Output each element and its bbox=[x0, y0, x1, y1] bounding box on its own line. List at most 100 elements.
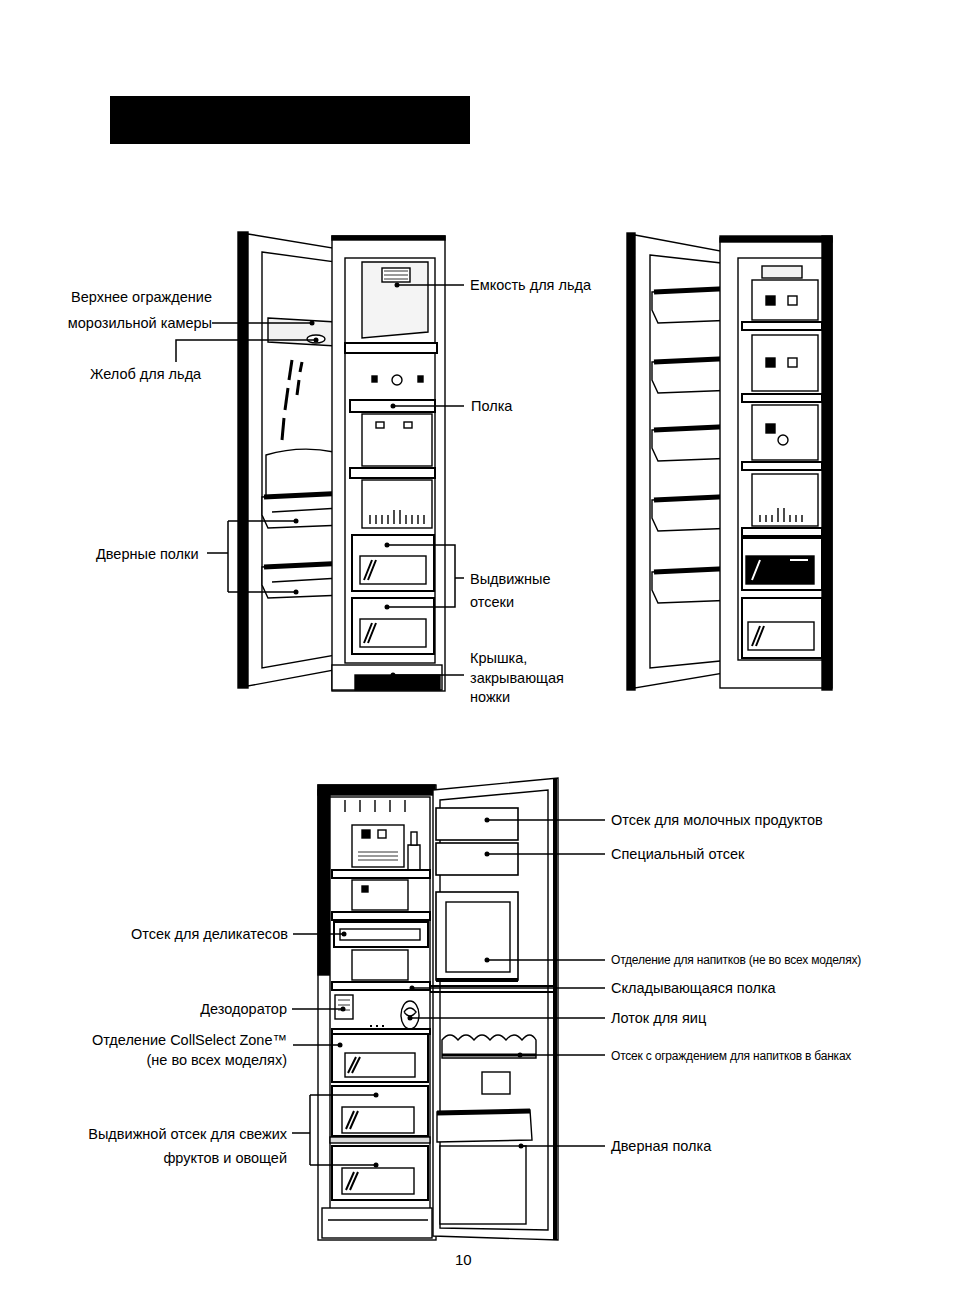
freezer-illustration-variant bbox=[752, 626, 764, 646]
leader-dot bbox=[314, 338, 319, 343]
leader-dot bbox=[294, 283, 524, 1168]
leader-dot bbox=[410, 986, 415, 991]
fridge-illustration bbox=[442, 1054, 536, 1057]
freezer-illustration-variant bbox=[766, 358, 775, 367]
freezer-illustration bbox=[404, 422, 412, 428]
freezer-illustration bbox=[372, 376, 377, 382]
freezer-illustration bbox=[332, 665, 442, 690]
freezer-illustration bbox=[332, 236, 445, 691]
fridge-illustration bbox=[404, 1008, 416, 1016]
fridge-illustration bbox=[332, 1034, 428, 1082]
freezer-illustration-variant bbox=[627, 233, 635, 690]
leader-line bbox=[207, 521, 296, 592]
leader-line bbox=[387, 545, 464, 607]
fridge-illustration bbox=[378, 830, 386, 838]
freezer-illustration bbox=[360, 619, 426, 647]
freezer-illustration bbox=[282, 360, 302, 440]
leader-line bbox=[520, 1054, 605, 1056]
part-label: Дверная полка bbox=[611, 1136, 791, 1156]
freezer-illustration-variant bbox=[752, 405, 818, 460]
freezer-illustration-variant bbox=[742, 528, 822, 536]
freezer-illustration-variant bbox=[748, 622, 814, 650]
fridge-illustration bbox=[430, 986, 556, 992]
leader-dot bbox=[391, 673, 396, 678]
freezer-illustration-variant bbox=[752, 280, 818, 320]
leader-line bbox=[487, 819, 605, 821]
part-label: Верхнее ограждение морозильной камеры bbox=[62, 284, 212, 336]
fridge-illustration bbox=[332, 912, 430, 920]
fridge-illustration bbox=[346, 1111, 358, 1129]
fridge-illustration bbox=[330, 1137, 430, 1143]
part-label: Желоб для льда bbox=[90, 364, 215, 384]
fridge-illustration bbox=[345, 1053, 415, 1077]
freezer-illustration bbox=[272, 578, 340, 582]
leader-line bbox=[487, 853, 605, 855]
freezer-illustration-variant bbox=[766, 296, 775, 305]
freezer-illustration bbox=[238, 232, 248, 688]
leader-dot bbox=[519, 1144, 524, 1149]
leader-line bbox=[521, 1145, 605, 1147]
leader-dot bbox=[385, 543, 390, 548]
freezer-illustration bbox=[300, 362, 302, 372]
freezer-illustration bbox=[272, 508, 340, 512]
part-label: Специальный отсек bbox=[611, 844, 811, 864]
fridge-illustration bbox=[318, 785, 435, 795]
leader-line bbox=[292, 1095, 376, 1165]
freezer-illustration-variant bbox=[720, 238, 832, 688]
leader-line bbox=[293, 1044, 340, 1046]
leader-line bbox=[176, 340, 316, 362]
fridge-illustration bbox=[345, 800, 405, 812]
fridge-illustration bbox=[340, 929, 420, 940]
freezer-illustration bbox=[282, 418, 284, 440]
fridge-illustration bbox=[346, 1172, 358, 1190]
freezer-illustration bbox=[350, 468, 435, 478]
freezer-illustration bbox=[360, 556, 426, 584]
part-label: Выдвижной отсек для свежих фруктов и ово… bbox=[80, 1122, 287, 1170]
freezer-illustration bbox=[332, 236, 445, 240]
freezer-illustration bbox=[238, 232, 445, 691]
leader-line bbox=[397, 284, 464, 286]
freezer-illustration bbox=[362, 262, 428, 338]
leader-line bbox=[292, 1008, 343, 1010]
freezer-illustration-variant bbox=[752, 335, 818, 391]
freezer-illustration-variant bbox=[766, 424, 775, 433]
fridge-illustration bbox=[332, 1086, 428, 1136]
freezer-illustration-variant bbox=[742, 322, 822, 330]
fridge-illustration bbox=[411, 832, 417, 845]
freezer-illustration bbox=[289, 360, 292, 380]
fridge-illustration bbox=[332, 1146, 428, 1200]
leader-dot bbox=[391, 404, 396, 409]
freezer-illustration-variant bbox=[746, 556, 814, 584]
leader-line bbox=[487, 959, 605, 961]
fridge-illustration bbox=[330, 797, 430, 1237]
part-label: Емкость для льда bbox=[470, 275, 630, 295]
freezer-illustration bbox=[376, 422, 384, 428]
part-label: Выдвижные отсеки bbox=[470, 568, 565, 614]
freezer-illustration bbox=[248, 234, 345, 686]
fridge-illustration bbox=[553, 779, 557, 1240]
leader-line bbox=[393, 405, 464, 407]
fridge-illustration bbox=[318, 785, 436, 1240]
freezer-illustration-variant bbox=[778, 435, 788, 445]
fridge-illustration bbox=[436, 843, 518, 875]
freezer-illustration bbox=[345, 258, 435, 663]
fridge-illustration bbox=[322, 1208, 432, 1238]
leader-dot bbox=[385, 605, 390, 610]
part-label: Отсек для молочных продуктов bbox=[611, 810, 871, 830]
fridge-illustration bbox=[362, 830, 370, 838]
fridge-illustration bbox=[433, 778, 558, 1240]
leader-dot bbox=[395, 283, 400, 288]
freezer-illustration bbox=[384, 271, 408, 279]
leader-dot bbox=[374, 1163, 379, 1168]
freezer-illustration bbox=[362, 414, 432, 466]
part-label: Дверные полки bbox=[96, 544, 206, 564]
freezer-illustration-variant bbox=[742, 538, 822, 590]
leader-dot bbox=[485, 818, 490, 823]
freezer-illustration bbox=[268, 318, 336, 346]
fridge-illustration bbox=[362, 886, 368, 892]
leader-dot bbox=[518, 1053, 523, 1058]
leader-dot bbox=[294, 519, 299, 524]
freezer-illustration bbox=[418, 376, 423, 382]
leader-dot bbox=[485, 852, 490, 857]
